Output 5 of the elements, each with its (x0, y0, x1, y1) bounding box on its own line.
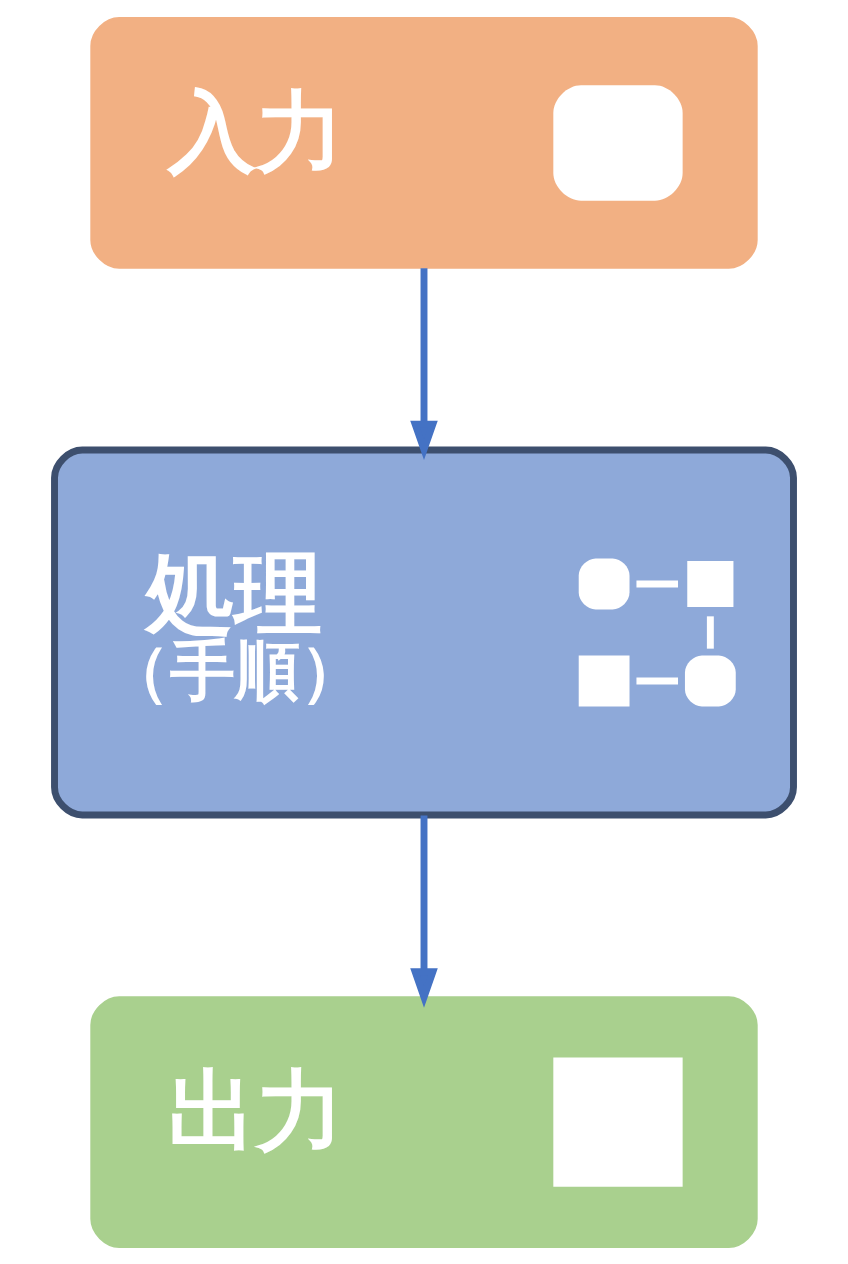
arrow (410, 267, 438, 460)
arrow (410, 814, 438, 1008)
node-box: 処理 （手順） (51, 446, 797, 818)
node-box: 出力 (90, 995, 758, 1248)
node-box: 入力 (90, 16, 758, 269)
